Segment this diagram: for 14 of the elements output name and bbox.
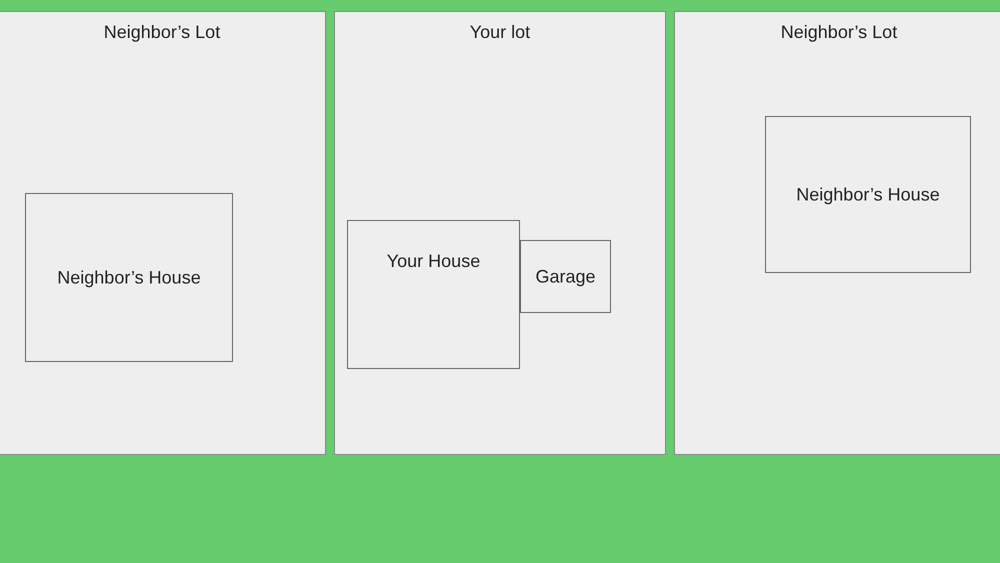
lot-label: Your lot [468,22,532,43]
lot-label: Neighbor’s Lot [102,22,222,43]
lot-area [334,11,666,455]
lot-area [0,11,326,455]
house-outline [765,116,971,273]
house-outline [25,193,233,362]
lot-area [674,11,1000,455]
house-outline [347,220,520,369]
house-label: Your House [386,251,482,272]
lot-label: Neighbor’s Lot [780,22,898,43]
garage-outline [520,240,611,313]
house-label: Neighbor’s House [56,267,202,288]
house-label: Neighbor’s House [795,184,941,205]
garage-label: Garage [534,266,597,287]
